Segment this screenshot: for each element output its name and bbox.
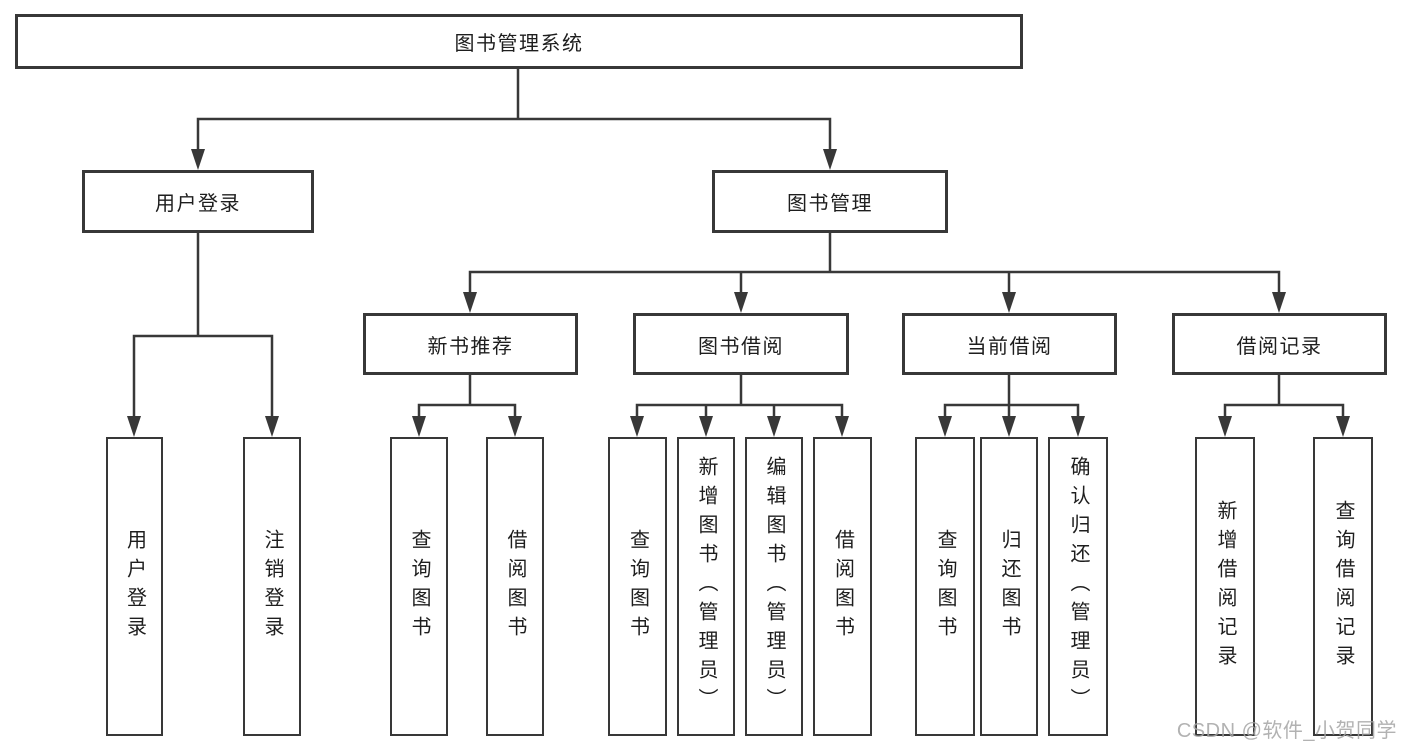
arrowhead: [1002, 416, 1016, 437]
connector-userlogin-to-leaves: [132, 231, 274, 420]
connector-currentborrow-to-leaves: [943, 373, 1080, 422]
leaf-borrow-query-book: 查询图书: [608, 437, 667, 736]
arrowhead: [508, 416, 522, 437]
node-new-book-recommend: 新书推荐: [363, 313, 578, 375]
node-book-management: 图书管理: [712, 170, 948, 233]
arrowhead: [699, 416, 713, 437]
arrowheads: [127, 149, 1350, 437]
arrowhead: [412, 416, 426, 437]
connector-bookborrow-to-leaves: [635, 373, 844, 422]
node-user-login: 用户登录: [82, 170, 314, 233]
arrowhead: [463, 292, 477, 313]
node-borrow-records: 借阅记录: [1172, 313, 1387, 375]
arrowhead: [630, 416, 644, 437]
arrowhead: [265, 416, 279, 437]
node-current-borrow: 当前借阅: [902, 313, 1117, 375]
leaf-add-book-admin: 新增图书（管理员）: [677, 437, 735, 736]
arrowhead: [767, 416, 781, 437]
connector-borrowrecords-to-leaves: [1223, 373, 1345, 423]
connector-root-to-level2: [196, 67, 832, 154]
node-book-borrow: 图书借阅: [633, 313, 849, 375]
arrowhead: [1218, 416, 1232, 437]
arrowhead: [938, 416, 952, 437]
arrowhead: [191, 149, 205, 170]
leaf-logout: 注销登录: [243, 437, 301, 736]
arrowhead: [734, 292, 748, 313]
leaf-current-query-book: 查询图书: [915, 437, 975, 736]
leaf-add-borrow-record: 新增借阅记录: [1195, 437, 1255, 736]
leaf-borrow-book: 借阅图书: [813, 437, 872, 736]
leaf-query-borrow-record: 查询借阅记录: [1313, 437, 1373, 736]
leaf-user-login: 用户登录: [106, 437, 163, 736]
leaf-confirm-return-admin: 确认归还（管理员）: [1048, 437, 1108, 736]
leaf-edit-book-admin: 编辑图书（管理员）: [745, 437, 803, 736]
arrowhead: [127, 416, 141, 437]
csdn-watermark: CSDN @软件_小贺同学: [1176, 720, 1397, 742]
arrowhead: [1336, 416, 1350, 437]
arrowhead: [1272, 292, 1286, 313]
arrowhead: [1002, 292, 1016, 313]
leaf-newbook-query-book: 查询图书: [390, 437, 448, 736]
leaf-newbook-borrow-book: 借阅图书: [486, 437, 544, 736]
connector-newbooks-to-leaves: [417, 373, 517, 422]
node-library-system: 图书管理系统: [15, 14, 1023, 69]
arrowhead: [1071, 416, 1085, 437]
arrowhead: [823, 149, 837, 170]
leaf-return-book: 归还图书: [980, 437, 1038, 736]
arrowhead: [835, 416, 849, 437]
connector-bookmgmt-to-level3: [468, 231, 1281, 297]
